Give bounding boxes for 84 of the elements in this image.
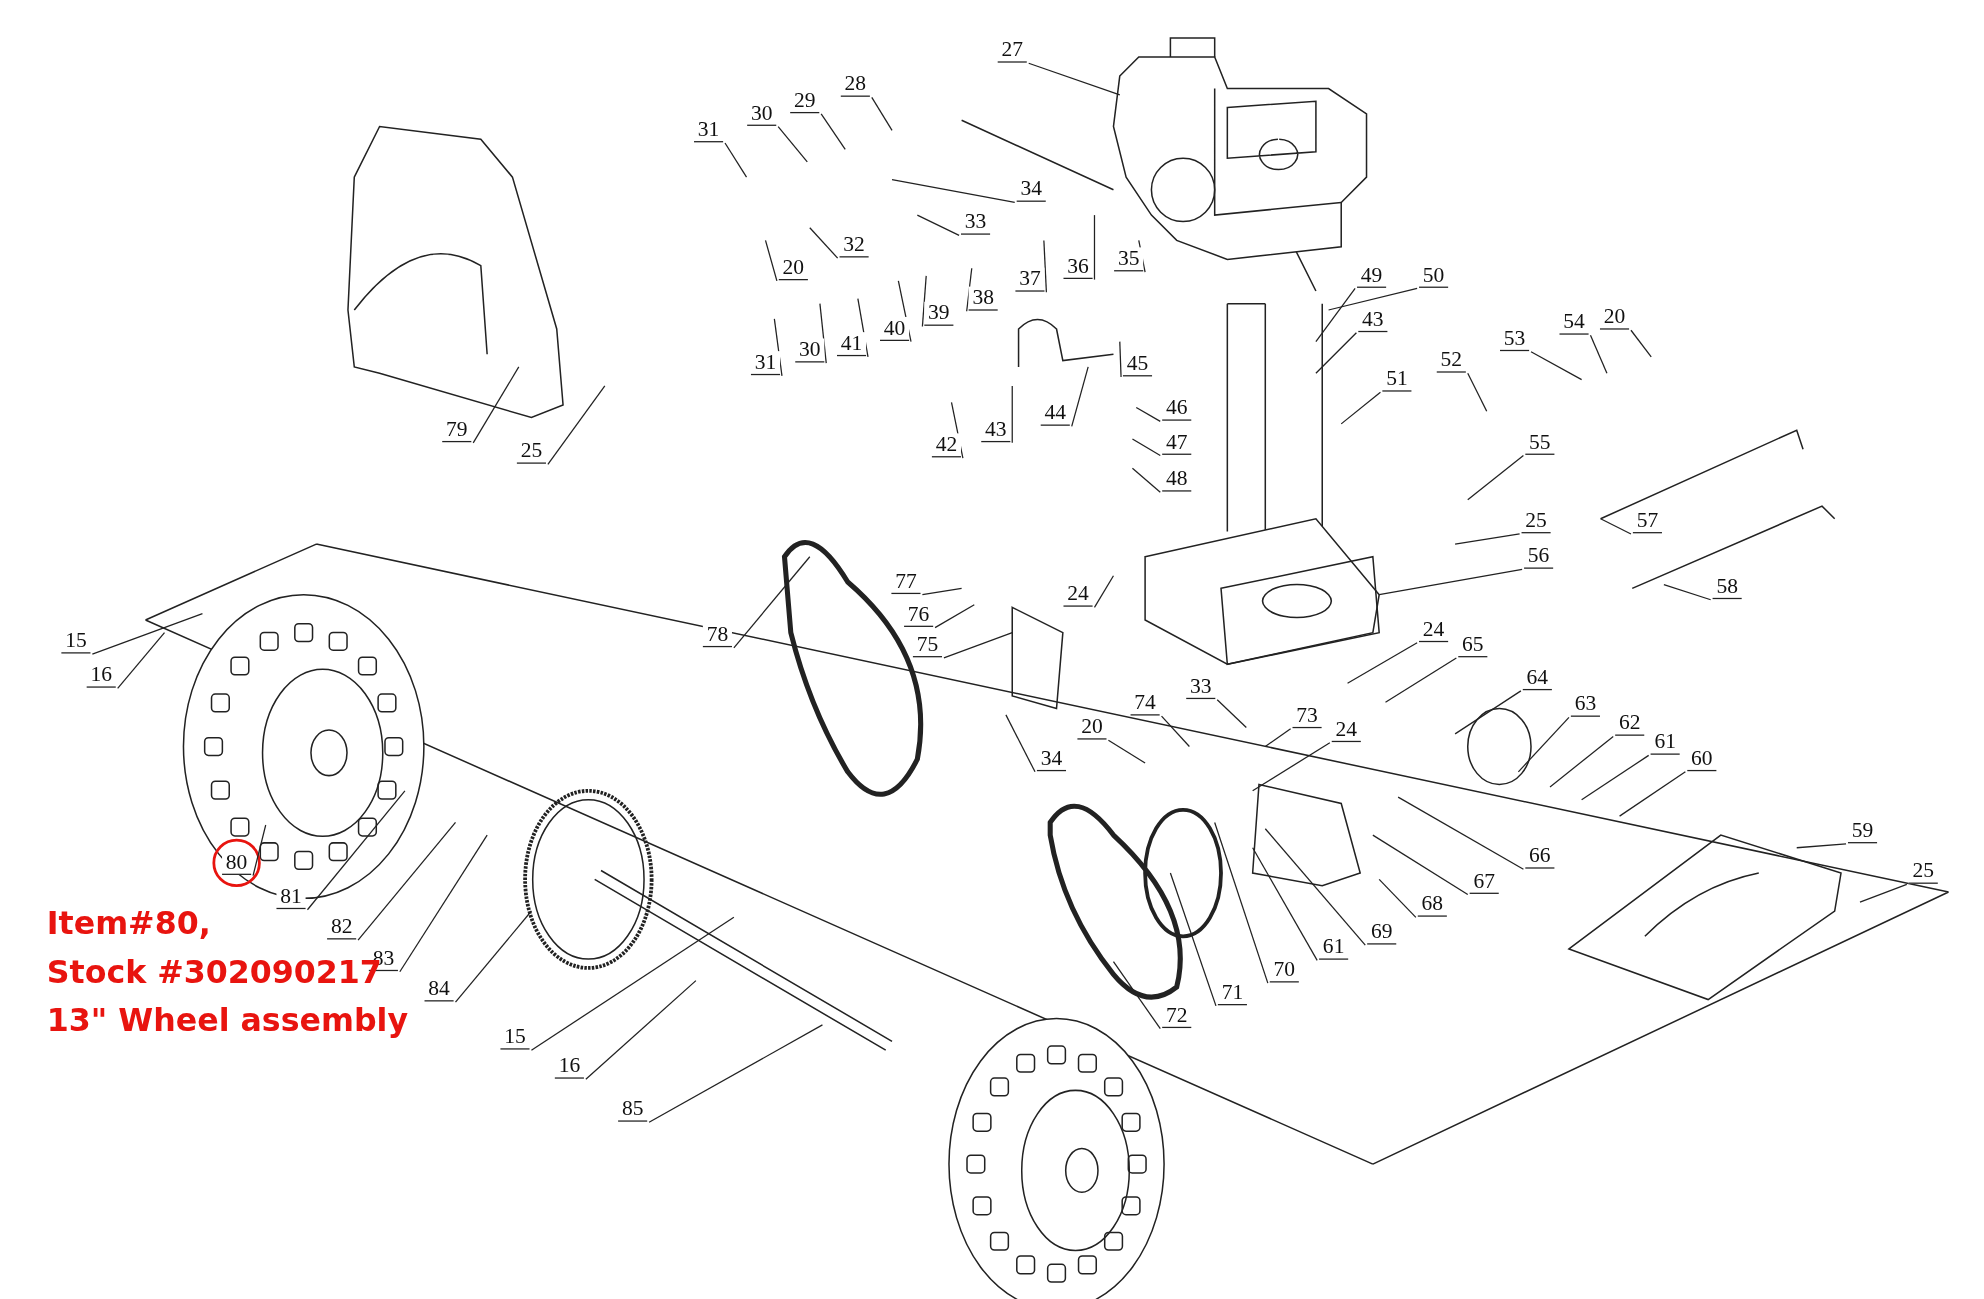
callout-number: 78	[702, 623, 732, 648]
leader-line	[871, 96, 893, 131]
leader-line	[1467, 454, 1525, 501]
leader-line	[777, 125, 808, 163]
leader-line	[1011, 385, 1013, 444]
leader-line	[1216, 699, 1247, 729]
callout-number: 42	[931, 433, 961, 458]
leader-line	[1119, 341, 1122, 378]
callout-number: 37	[1015, 267, 1045, 292]
leader-line	[1581, 754, 1650, 801]
leader-line	[1327, 287, 1418, 311]
leader-line	[547, 385, 606, 465]
leader-line	[1107, 739, 1146, 764]
callout-number: 40	[880, 316, 910, 341]
leader-line	[1372, 834, 1469, 896]
leader-line	[1454, 690, 1522, 735]
leader-line	[1530, 351, 1583, 381]
leader-line	[306, 790, 406, 911]
note-text: 13" Wheel assembly	[46, 1002, 409, 1039]
leader-line	[1093, 575, 1115, 608]
callout-number: 38	[968, 286, 998, 311]
leader-line	[820, 113, 846, 150]
leader-line	[1517, 716, 1570, 773]
leader-line	[1467, 372, 1488, 412]
leader-line	[943, 632, 1013, 659]
leader-line	[1618, 771, 1686, 817]
leader-line	[1135, 406, 1161, 422]
leader-line	[1264, 728, 1292, 748]
leader-line	[1160, 715, 1190, 748]
leader-line	[1252, 847, 1318, 961]
leader-line	[1131, 467, 1161, 493]
leader-line	[252, 824, 267, 877]
callout-number: 41	[837, 332, 867, 357]
leader-line	[357, 821, 457, 941]
leader-line	[819, 303, 827, 364]
leader-line	[1378, 878, 1417, 918]
leader-line	[1252, 742, 1331, 792]
leader-line	[934, 604, 975, 629]
callout-number: 39	[924, 301, 954, 326]
leader-line	[454, 910, 533, 1003]
leader-line	[1796, 843, 1847, 849]
leader-line	[1378, 568, 1523, 596]
leader-line	[1071, 366, 1089, 428]
leader-line	[891, 179, 1016, 204]
leader-line	[724, 142, 748, 178]
leader-line	[399, 834, 488, 973]
leader-line	[1397, 796, 1525, 870]
leader-line	[921, 587, 963, 596]
leader-line	[733, 556, 811, 649]
leader-line	[1589, 334, 1608, 374]
leader-line	[1859, 883, 1908, 903]
leader-line	[1663, 583, 1712, 601]
leader-line	[585, 979, 697, 1080]
leader-line	[1384, 657, 1457, 703]
leader-line	[921, 275, 927, 328]
leader-line	[1549, 735, 1614, 788]
leader-line	[1005, 714, 1036, 773]
leader-line	[1315, 332, 1358, 374]
leader-line	[1346, 642, 1418, 684]
leader-line	[1169, 872, 1217, 1007]
leader-line	[91, 613, 204, 655]
leader-line	[1599, 518, 1632, 535]
leader-line	[764, 239, 778, 282]
callout-number: 30	[795, 338, 825, 363]
note-text: Item#80,	[46, 904, 211, 942]
leader-line	[530, 916, 735, 1051]
leader-line	[1028, 62, 1121, 96]
leader-line	[916, 214, 960, 236]
callout-number: 35	[1114, 247, 1144, 272]
leader-line	[1340, 391, 1382, 425]
leader-line	[1131, 438, 1161, 457]
leader-line	[1264, 828, 1366, 946]
leader-line	[1214, 821, 1269, 984]
leader-line	[1454, 533, 1521, 545]
leader-line	[1630, 329, 1652, 358]
leader-line	[117, 632, 166, 689]
leader-line	[1112, 961, 1161, 1030]
callout-number: 31	[750, 351, 781, 376]
leader-line	[1093, 214, 1096, 281]
leader-line	[1315, 287, 1356, 343]
leader-line	[1043, 239, 1048, 293]
leader-line	[472, 366, 520, 444]
leader-line	[809, 227, 839, 259]
leader-line	[648, 1024, 824, 1123]
